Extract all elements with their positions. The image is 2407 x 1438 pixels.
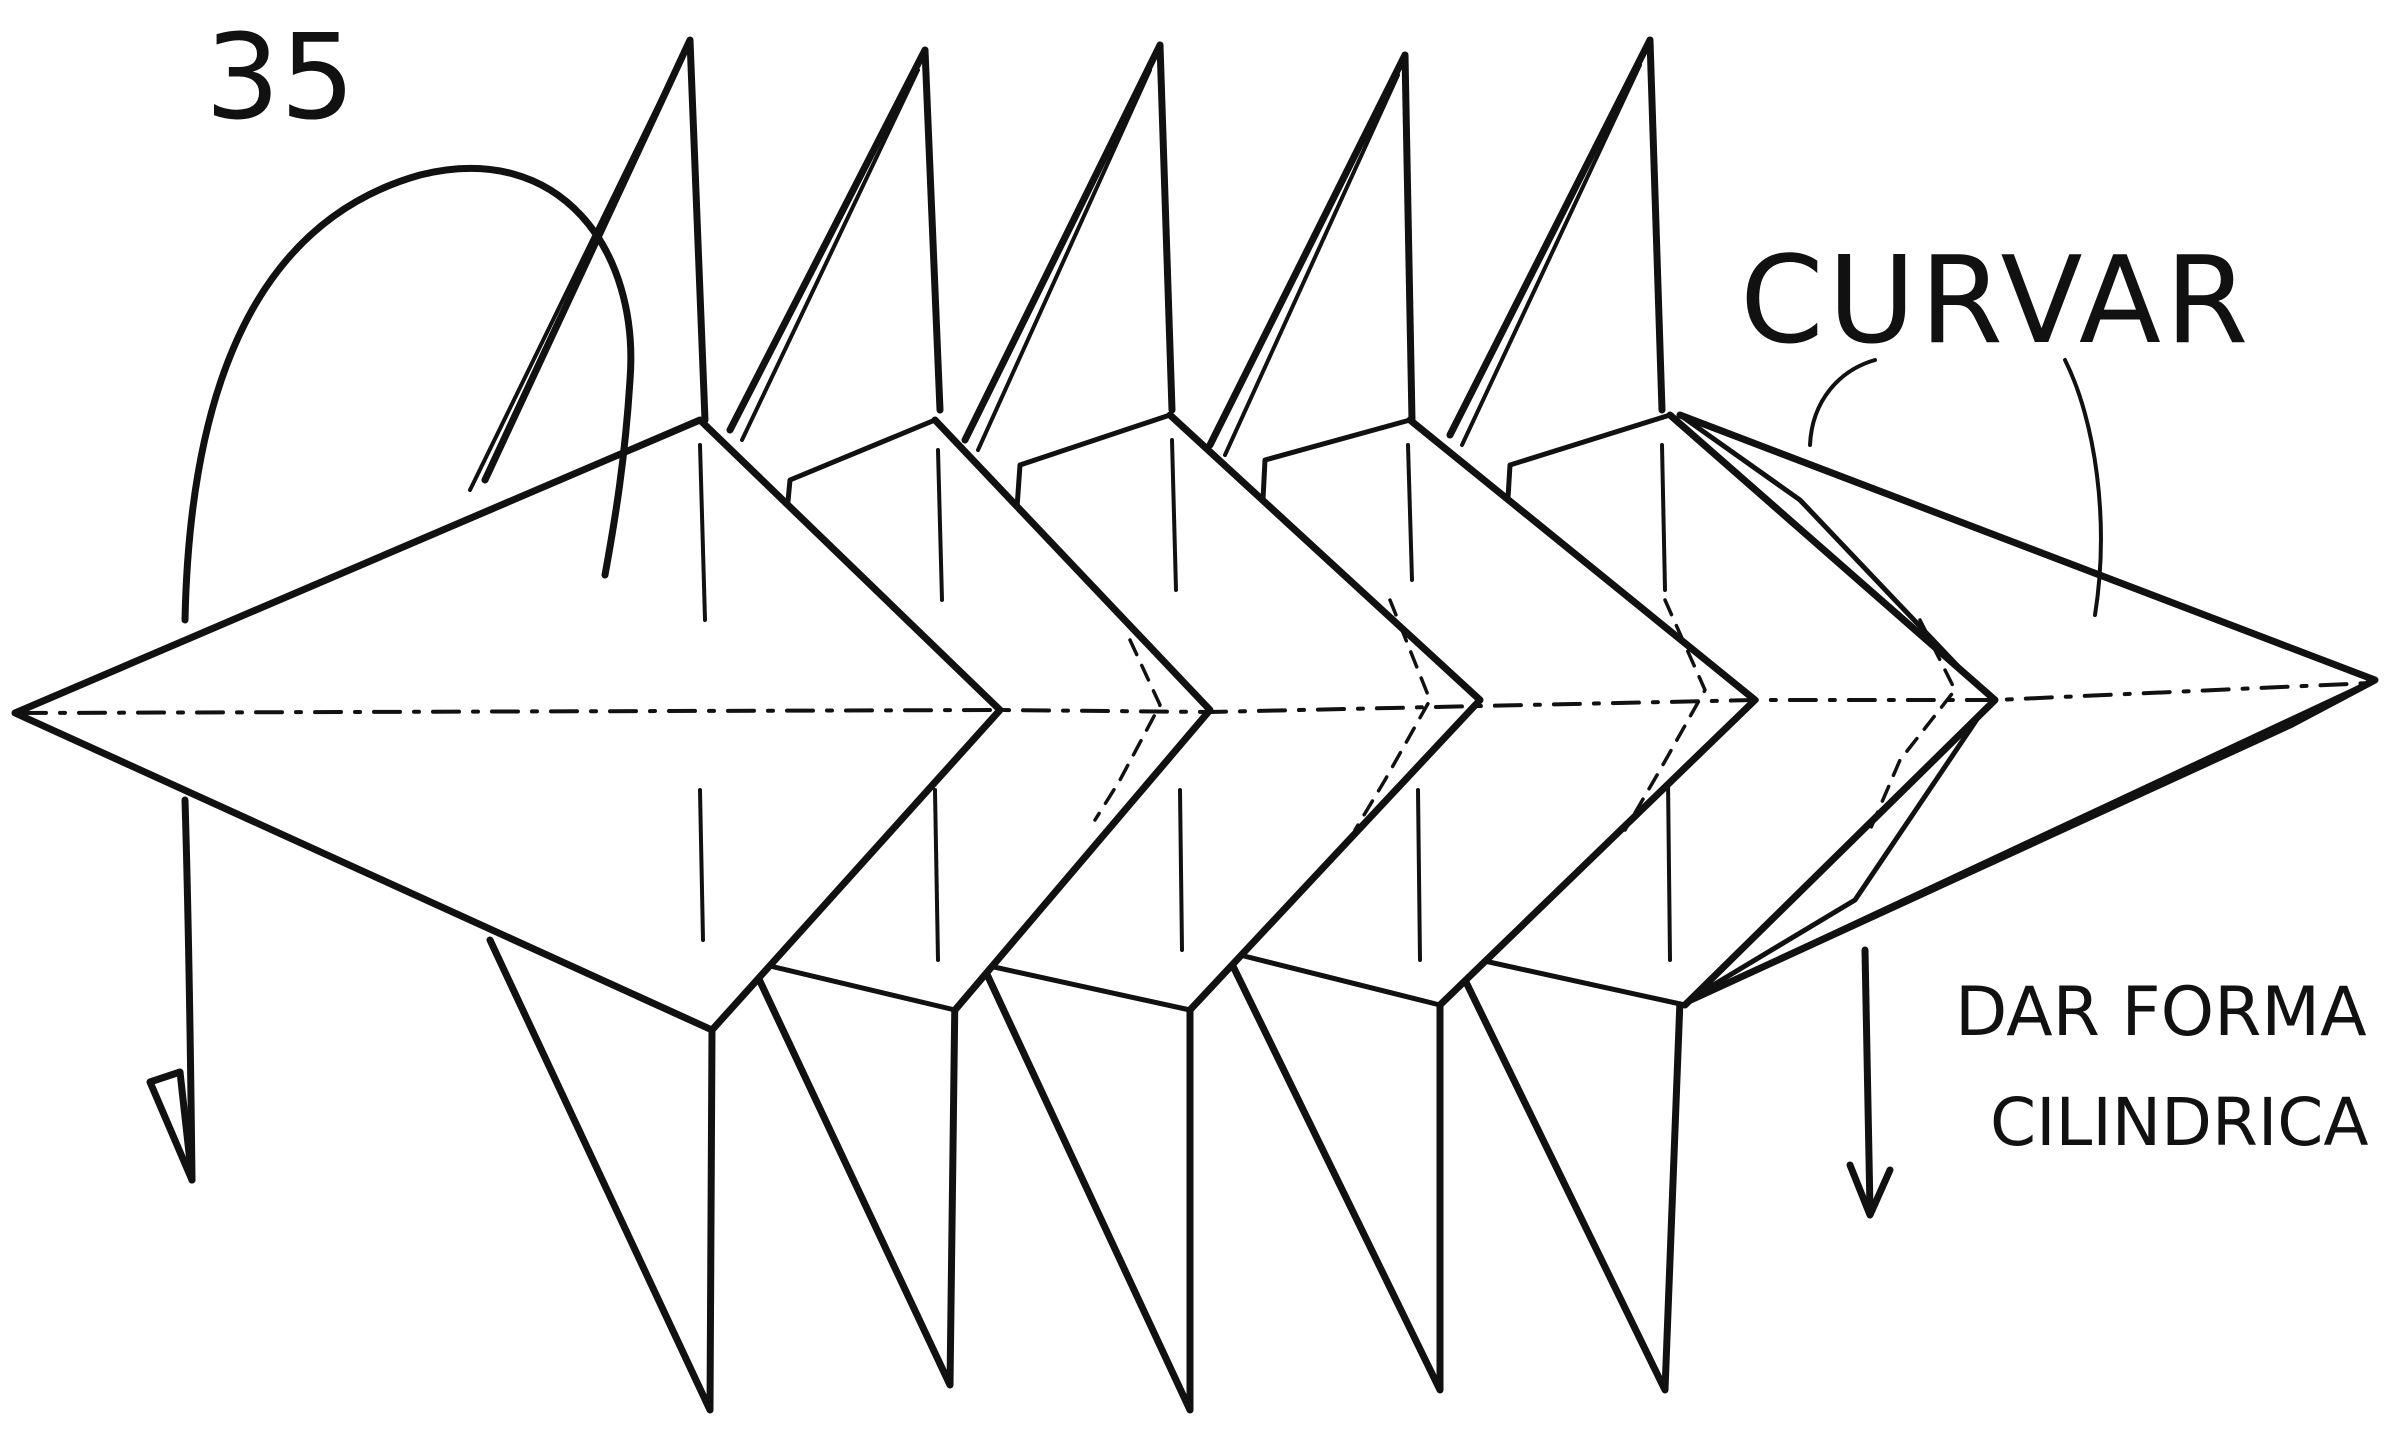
center-axis-line: [18, 681, 2372, 715]
dar-forma-label: DAR FORMA: [1955, 973, 2367, 1052]
cilindrica-label: CILINDRICA: [1990, 1084, 2369, 1161]
segment-4: [1237, 416, 1759, 1009]
curved-rotate-arrow-icon: [146, 165, 635, 1184]
curvar-label: CURVAR: [1740, 232, 2252, 371]
segment-1: [11, 416, 1004, 1034]
upper-spikes: [468, 36, 1666, 492]
down-arrow-icon: [1846, 946, 1894, 1219]
step-number: 35: [205, 8, 355, 146]
curvar-bracket: [1808, 358, 2103, 617]
lower-spikes: [486, 936, 1684, 1414]
tail-point: [1676, 411, 2379, 1009]
segment-3: [982, 411, 1484, 1014]
